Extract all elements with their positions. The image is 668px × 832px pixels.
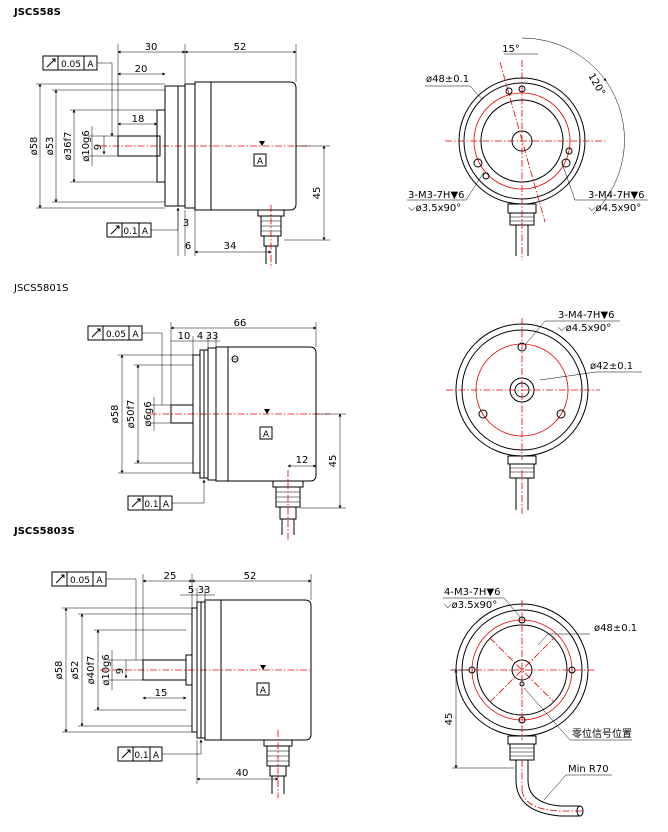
svg-text:ø40f7: ø40f7 [86,656,97,685]
svg-text:ø53: ø53 [45,137,56,156]
runout-tolerance-frame-top: 0.05 A [42,55,114,137]
svg-text:⌵ø4.5x90°: ⌵ø4.5x90° [588,203,641,214]
jscs5801s-front-view: 3-M4-7H▼6 ⌵ø4.5x90° ø42±0.1 [446,310,642,514]
svg-text:12: 12 [296,455,309,466]
runout-tolerance-frame-bottom: 0.1 A [127,479,206,511]
svg-text:ø48±0.1: ø48±0.1 [594,623,637,634]
svg-text:3-M3-7H▼6: 3-M3-7H▼6 [408,190,465,201]
svg-text:30: 30 [145,42,158,53]
svg-text:A: A [142,227,149,237]
svg-text:45: 45 [444,713,455,726]
svg-text:5: 5 [188,585,194,596]
svg-text:120°: 120° [585,72,607,98]
svg-text:A: A [132,330,139,340]
svg-text:ø48±0.1: ø48±0.1 [426,74,469,85]
svg-text:52: 52 [234,42,247,53]
svg-text:Min R70: Min R70 [568,764,609,775]
svg-text:ø36f7: ø36f7 [63,132,74,161]
svg-text:15°: 15° [502,44,520,55]
svg-text:9: 9 [115,668,126,674]
runout-tolerance-frame-top: 0.05 A [51,571,137,660]
svg-text:0.1: 0.1 [134,751,148,761]
svg-text:0.1: 0.1 [123,227,137,237]
svg-text:45: 45 [312,187,323,200]
svg-text:A: A [163,500,170,510]
datum-label: A [257,157,264,167]
runout-arrow-icon [110,225,120,235]
svg-text:6: 6 [185,241,191,252]
svg-text:0.05: 0.05 [61,60,81,70]
svg-text:A: A [263,430,270,440]
runout-arrow-icon [91,328,101,338]
jscs5801s-side-view: A 0.05 A 0.1 A 66 10 4 [87,318,346,540]
svg-text:66: 66 [234,318,247,329]
svg-text:ø10g6: ø10g6 [101,654,112,686]
jscs58s-front-view: 15° 120° ø48±0.1 3-M3-7H▼6 ⌵ø3.5x90° 3-M… [407,37,648,260]
jscs5803s-side-view: A 0.05 A 0.1 A 25 52 [51,571,312,798]
svg-text:ø58: ø58 [110,405,121,424]
svg-text:3-M4-7H▼6: 3-M4-7H▼6 [588,190,645,201]
svg-text:3-M4-7H▼6: 3-M4-7H▼6 [558,310,615,321]
svg-text:A: A [87,60,94,70]
runout-arrow-icon [121,749,131,759]
svg-text:⌵ø3.5x90°: ⌵ø3.5x90° [444,600,497,611]
runout-arrow-icon [55,574,65,584]
svg-text:25: 25 [164,571,177,582]
jscs5803s-front-view: 4-M3-7H▼6 ⌵ø3.5x90° ø48±0.1 零位信号位置 45 Mi… [443,587,637,817]
svg-text:40: 40 [236,768,249,779]
svg-text:⌵ø4.5x90°: ⌵ø4.5x90° [558,323,611,334]
svg-text:4: 4 [197,331,203,342]
svg-text:0.05: 0.05 [70,576,90,586]
svg-text:ø42±0.1: ø42±0.1 [590,361,633,372]
svg-text:零位信号位置: 零位信号位置 [572,727,632,740]
section-title-jscs5801s: JSCS5801S [14,283,69,294]
svg-text:15: 15 [155,688,168,699]
svg-text:⌵ø3.5x90°: ⌵ø3.5x90° [408,203,461,214]
svg-text:33: 33 [198,585,211,596]
svg-text:A: A [260,686,267,696]
jscs58s-side-view: A 0.05 A 0.1 A 30 52 [29,42,330,268]
svg-text:9: 9 [93,144,104,150]
svg-text:0.1: 0.1 [144,500,158,510]
svg-text:4-M3-7H▼6: 4-M3-7H▼6 [444,587,501,598]
svg-text:45: 45 [328,455,339,468]
svg-text:33: 33 [206,331,219,342]
runout-tolerance-frame-bottom: 0.1 A [117,739,203,762]
runout-tolerance-frame-bottom: 0.1 A [106,207,180,238]
svg-text:A: A [153,751,160,761]
svg-text:ø50f7: ø50f7 [126,400,137,429]
svg-text:18: 18 [132,114,145,125]
svg-text:ø58: ø58 [29,137,40,156]
svg-text:0.05: 0.05 [106,330,126,340]
runout-arrow-icon [46,58,56,68]
runout-arrow-icon [131,498,141,508]
svg-text:52: 52 [244,571,257,582]
svg-text:34: 34 [224,241,237,252]
section-title-jscs5803s: JSCS5803S [14,526,75,537]
svg-text:ø58: ø58 [54,661,65,680]
svg-text:ø52: ø52 [70,661,81,680]
svg-text:ø10g6: ø10g6 [81,130,92,162]
svg-text:3: 3 [183,218,189,229]
svg-text:A: A [96,576,103,586]
svg-text:ø6g6: ø6g6 [143,401,154,426]
runout-tolerance-frame-top: 0.05 A [87,325,163,405]
svg-text:20: 20 [135,64,148,75]
section-title-jscs58s: JSCS58S [14,7,61,18]
svg-text:10: 10 [178,331,191,342]
